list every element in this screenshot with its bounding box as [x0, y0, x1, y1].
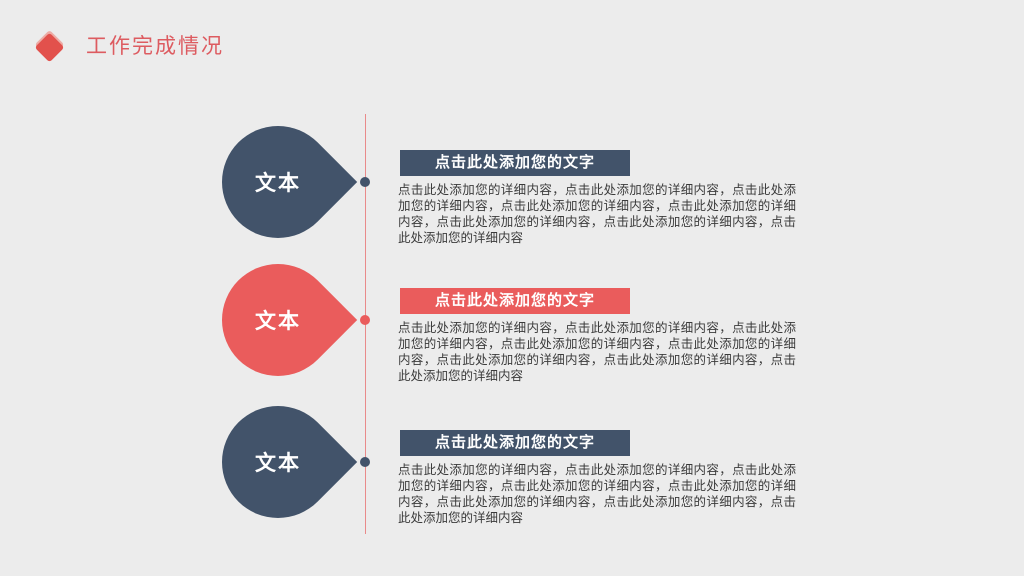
page-title: 工作完成情况 — [86, 35, 224, 58]
heading-bar-1: 点击此处添加您的文字 — [400, 150, 630, 176]
pin-label-1: 文本 — [255, 172, 301, 195]
body-text-1: 点击此处添加您的详细内容，点击此处添加您的详细内容，点击此处添加您的详细内容，点… — [398, 183, 796, 245]
diamond-icon — [34, 32, 65, 62]
body-text-3: 点击此处添加您的详细内容，点击此处添加您的详细内容，点击此处添加您的详细内容，点… — [398, 463, 796, 525]
timeline-dot-3 — [360, 457, 370, 467]
timeline-item-1: 文本 点击此处添加您的文字 点击此处添加您的详细内容，点击此处添加您的详细内容，… — [0, 102, 1024, 262]
pin-shape-2: 文本 — [198, 240, 358, 400]
timeline-dot-1 — [360, 177, 370, 187]
timeline-dot-2 — [360, 315, 370, 325]
timeline-item-2: 文本 点击此处添加您的文字 点击此处添加您的详细内容，点击此处添加您的详细内容，… — [0, 240, 1024, 400]
body-text-2: 点击此处添加您的详细内容，点击此处添加您的详细内容，点击此处添加您的详细内容，点… — [398, 321, 796, 383]
timeline-item-3: 文本 点击此处添加您的文字 点击此处添加您的详细内容，点击此处添加您的详细内容，… — [0, 382, 1024, 542]
heading-bar-3: 点击此处添加您的文字 — [400, 430, 630, 456]
pin-label-2: 文本 — [255, 310, 301, 333]
pin-shape-1: 文本 — [198, 102, 358, 262]
slide-header: 工作完成情况 — [33, 30, 224, 62]
pin-label-3: 文本 — [255, 452, 301, 475]
heading-bar-2: 点击此处添加您的文字 — [400, 288, 630, 314]
pin-shape-3: 文本 — [198, 382, 358, 542]
